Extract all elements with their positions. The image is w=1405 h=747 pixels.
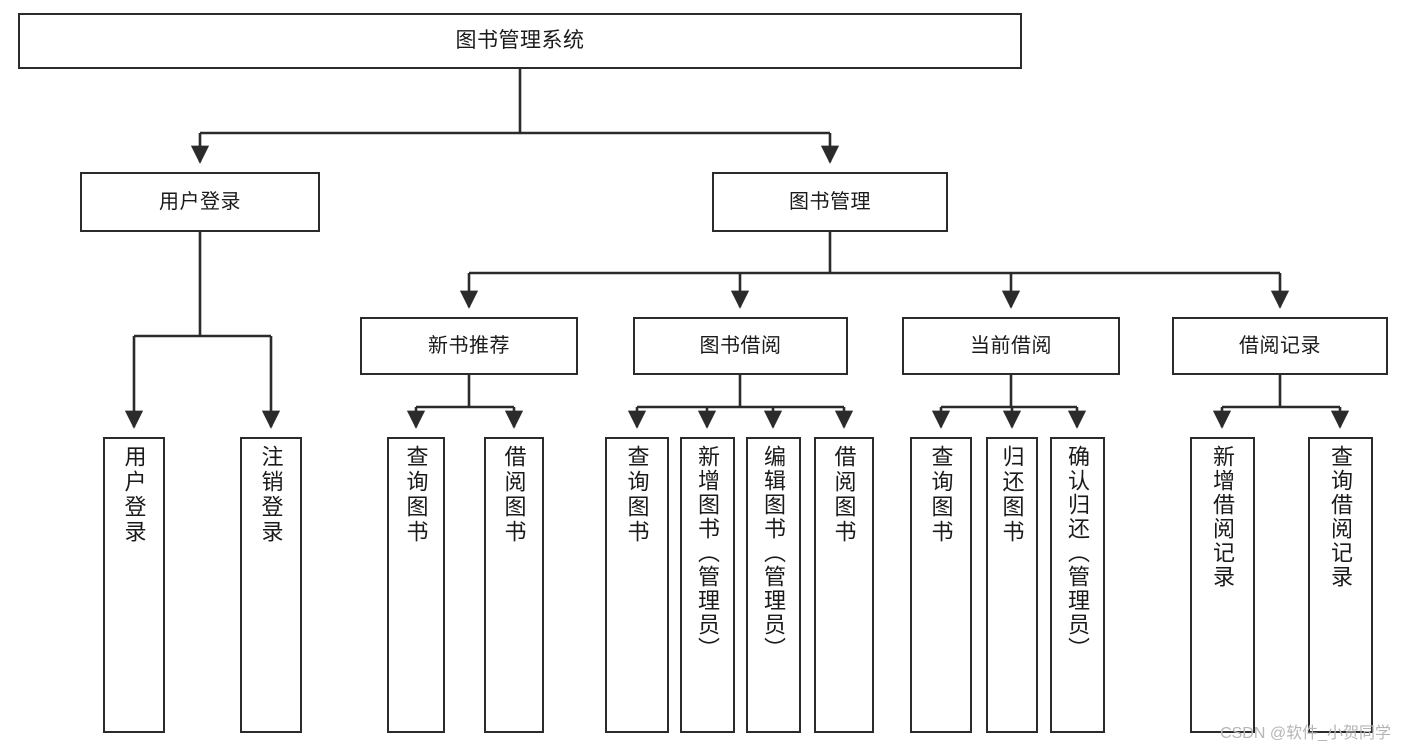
node-book-borrow[interactable]: 图书借阅	[633, 317, 848, 375]
leaf-node[interactable]: 借阅图书	[814, 437, 874, 733]
leaf-label: 确认归还（管理员）	[1065, 445, 1091, 661]
leaf-node[interactable]: 借阅图书	[484, 437, 544, 733]
leaf-node[interactable]: 新增借阅记录	[1190, 437, 1255, 733]
node-root[interactable]: 图书管理系统	[18, 13, 1022, 69]
leaf-label: 新增借阅记录	[1210, 445, 1236, 589]
leaf-node[interactable]: 查询图书	[910, 437, 972, 733]
leaf-node[interactable]: 新增图书（管理员）	[680, 437, 735, 733]
leaf-label: 归还图书	[999, 445, 1025, 545]
node-borrow-history-label: 借阅记录	[1239, 334, 1321, 357]
node-user-login-label: 用户登录	[159, 190, 241, 213]
leaf-node[interactable]: 注销登录	[240, 437, 302, 733]
node-new-book-recommend[interactable]: 新书推荐	[360, 317, 578, 375]
leaf-node[interactable]: 用户登录	[103, 437, 165, 733]
node-user-login[interactable]: 用户登录	[80, 172, 320, 232]
node-book-borrow-label: 图书借阅	[699, 334, 782, 357]
watermark: CSDN @软件_小贺同学	[1220, 725, 1391, 742]
leaf-label: 借阅图书	[501, 445, 527, 545]
leaf-label: 用户登录	[121, 445, 147, 545]
leaf-label: 查询图书	[624, 445, 650, 545]
leaf-node[interactable]: 查询借阅记录	[1308, 437, 1373, 733]
leaf-node[interactable]: 编辑图书（管理员）	[746, 437, 801, 733]
leaf-label: 新增图书（管理员）	[695, 445, 721, 661]
leaf-node[interactable]: 归还图书	[986, 437, 1038, 733]
node-current-borrow-label: 当前借阅	[970, 334, 1052, 357]
node-current-borrow[interactable]: 当前借阅	[902, 317, 1120, 375]
node-borrow-history[interactable]: 借阅记录	[1172, 317, 1388, 375]
node-book-management-label: 图书管理	[789, 190, 871, 213]
leaf-label: 查询借阅记录	[1328, 445, 1354, 589]
node-root-label: 图书管理系统	[455, 28, 585, 52]
leaf-label: 借阅图书	[831, 445, 857, 545]
leaf-node[interactable]: 查询图书	[605, 437, 669, 733]
leaf-node[interactable]: 确认归还（管理员）	[1050, 437, 1105, 733]
node-book-management[interactable]: 图书管理	[712, 172, 948, 232]
node-new-book-recommend-label: 新书推荐	[428, 334, 510, 357]
leaf-label: 编辑图书（管理员）	[761, 445, 787, 661]
leaf-label: 查询图书	[403, 445, 429, 545]
leaf-node[interactable]: 查询图书	[387, 437, 445, 733]
leaf-label: 注销登录	[258, 445, 284, 545]
leaf-label: 查询图书	[928, 445, 954, 545]
